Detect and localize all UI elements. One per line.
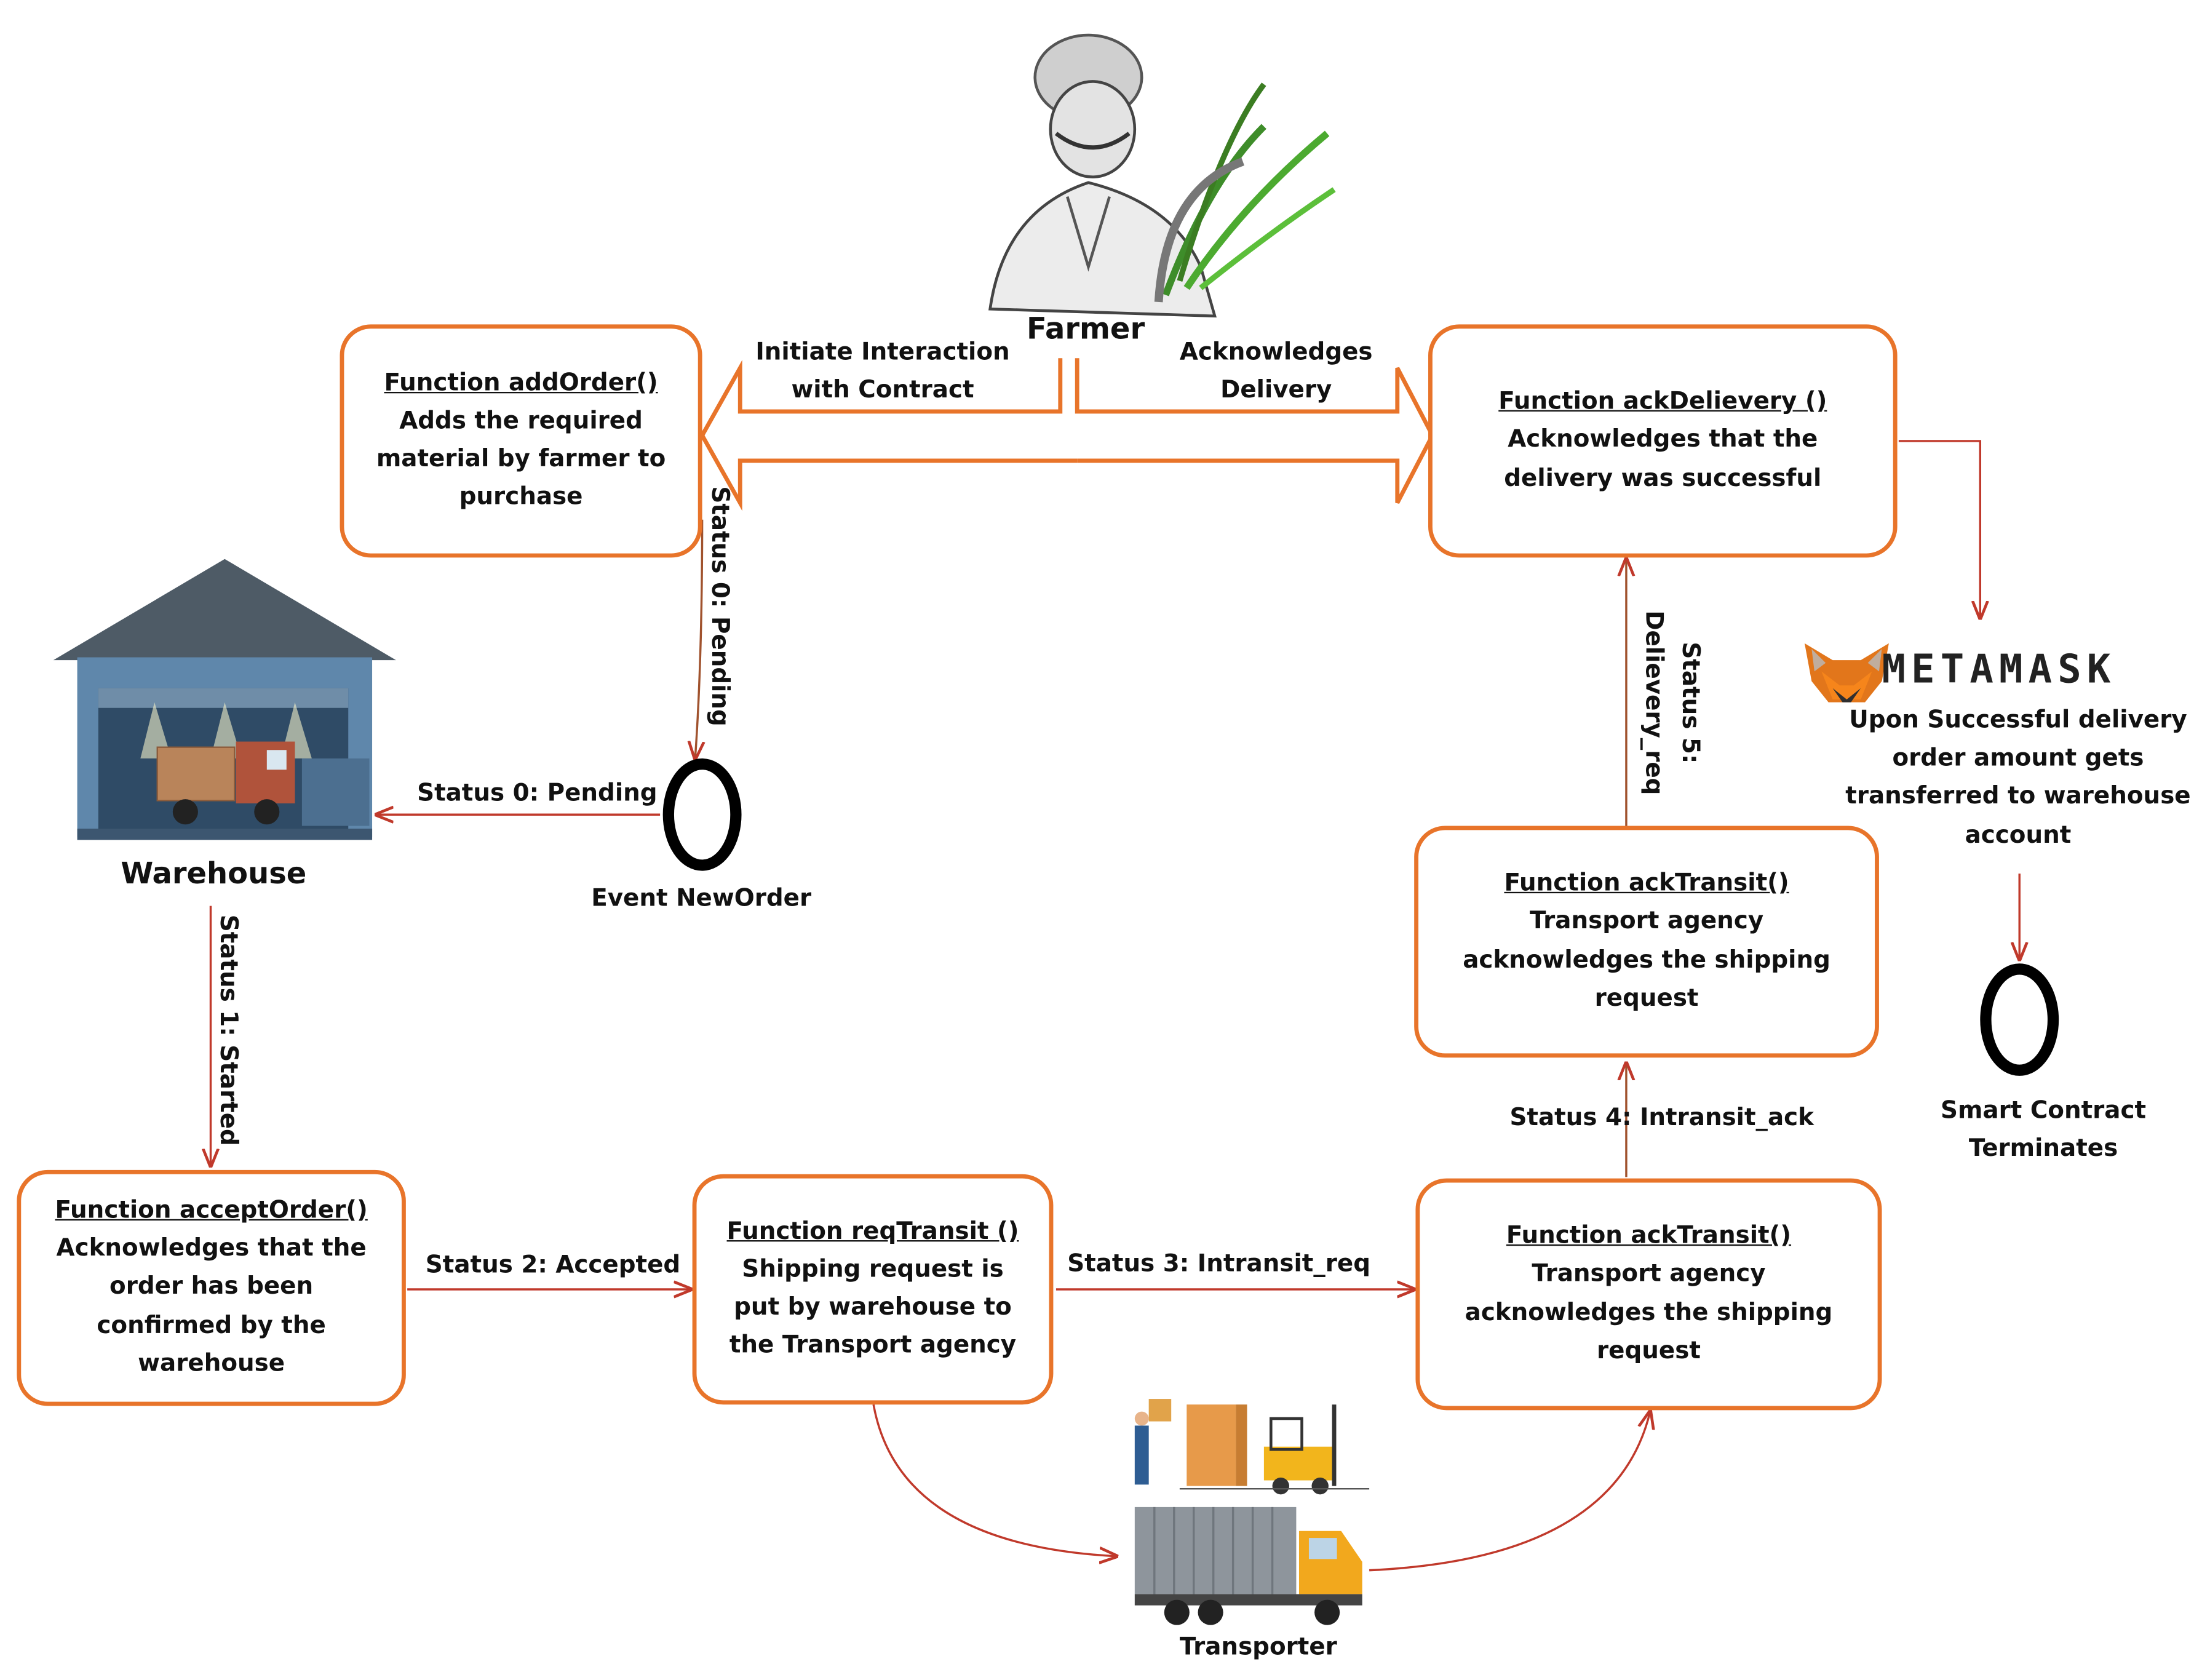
- status2-label: Status 2: Accepted: [425, 1251, 681, 1280]
- terminates-line-1: Smart Contract: [1941, 1097, 2147, 1125]
- transporter-illustration: [1134, 1399, 1370, 1625]
- initiate-interaction-label: Initiate Interaction with Contract: [755, 334, 1009, 410]
- ack-delivery-title: Function ackDelievery (): [1498, 388, 1827, 416]
- accept-order-line-3: confirmed by the: [97, 1311, 326, 1340]
- status5-label: Status 5: Delievery_req: [1634, 605, 1708, 802]
- add-order-line-1: Adds the required: [399, 407, 643, 436]
- warehouse-label: Warehouse: [121, 856, 307, 891]
- accept-order-line-2: order has been: [109, 1273, 314, 1302]
- farmer-illustration: [988, 33, 1336, 318]
- status4-label: Status 4: Intransit_ack: [1509, 1104, 1814, 1133]
- transporter-label: Transporter: [1179, 1633, 1337, 1662]
- initiate-line-2: with Contract: [791, 376, 974, 405]
- fat-arrow-left: [699, 358, 1078, 511]
- status5-line-2: Delievery_req: [1639, 610, 1667, 795]
- status3-label: Status 3: Intransit_req: [1067, 1250, 1371, 1278]
- accept-order-title: Function acceptOrder(): [55, 1196, 368, 1225]
- event-new-order-label: Event NewOrder: [591, 885, 812, 914]
- event-new-order-circle: [662, 758, 742, 871]
- ack-transit-bottom-line-3: request: [1597, 1336, 1701, 1365]
- ack-transit-top-line-2: acknowledges the shipping: [1463, 945, 1830, 974]
- metamask-note-line-3: transferred to warehouse: [1845, 782, 2191, 811]
- req-transit-title: Function reqTransit (): [726, 1217, 1019, 1246]
- status5-line-1: Status 5:: [1675, 642, 1704, 764]
- metamask-note-line-2: order amount gets: [1892, 744, 2144, 773]
- arrow-from-transporter: [1369, 1412, 1650, 1572]
- ack-delivery-line-2: delivery was successful: [1504, 464, 1822, 493]
- terminates-label: Smart Contract Terminates: [1924, 1093, 2163, 1169]
- ack-transit-bottom-box: Function ackTransit() Transport agency a…: [1415, 1178, 1882, 1411]
- ack-transit-top-box: Function ackTransit() Transport agency a…: [1414, 826, 1879, 1058]
- ack-delivery-box: Function ackDelievery () Acknowledges th…: [1428, 324, 1898, 558]
- arrow-to-transporter: [872, 1404, 1116, 1556]
- ack-transit-top-title: Function ackTransit(): [1504, 869, 1789, 898]
- req-transit-line-3: the Transport agency: [729, 1331, 1017, 1360]
- ack-transit-bottom-title: Function ackTransit(): [1506, 1222, 1792, 1251]
- acknowledges-delivery-label: Acknowledges Delivery: [1180, 334, 1373, 410]
- status0-vertical-label: Status 0: Pending: [705, 486, 734, 727]
- terminate-event-circle: [1980, 963, 2059, 1076]
- fat-arrow-right: [1075, 358, 1435, 504]
- add-order-line-3: purchase: [459, 483, 583, 512]
- terminates-line-2: Terminates: [1968, 1135, 2118, 1163]
- req-transit-line-2: put by warehouse to: [734, 1293, 1012, 1322]
- req-transit-line-1: Shipping request is: [742, 1255, 1004, 1284]
- req-transit-box: Function reqTransit () Shipping request …: [692, 1174, 1054, 1405]
- warehouse-illustration: [53, 559, 396, 840]
- ack-transit-bottom-line-2: acknowledges the shipping: [1465, 1298, 1833, 1327]
- ack-delivery-label-line-2: Delivery: [1220, 376, 1332, 405]
- farmer-label: Farmer: [1027, 311, 1145, 346]
- accept-order-line-4: warehouse: [138, 1349, 285, 1378]
- metamask-note: Upon Successful delivery order amount ge…: [1843, 703, 2194, 855]
- add-order-box: Function addOrder() Adds the required ma…: [340, 324, 702, 558]
- accept-order-line-1: Acknowledges that the: [56, 1235, 367, 1264]
- add-order-title: Function addOrder(): [384, 368, 658, 397]
- metamask-note-line-4: account: [1965, 821, 2072, 850]
- ack-transit-top-line-3: request: [1594, 984, 1699, 1013]
- status1-label: Status 1: Started: [213, 914, 242, 1146]
- metamask-fox-icon: [1804, 643, 1889, 703]
- arrow-status0-vertical: [695, 519, 702, 758]
- status0-horizontal-label: Status 0: Pending: [417, 779, 658, 808]
- ack-transit-top-line-1: Transport agency: [1529, 907, 1764, 936]
- ack-delivery-label-line-1: Acknowledges: [1179, 338, 1373, 367]
- arrow-to-metamask: [1898, 440, 1980, 618]
- ack-delivery-line-1: Acknowledges that the: [1508, 426, 1818, 455]
- initiate-line-1: Initiate Interaction: [755, 338, 1010, 367]
- accept-order-box: Function acceptOrder() Acknowledges that…: [17, 1169, 406, 1406]
- metamask-note-line-1: Upon Successful delivery: [1849, 706, 2187, 735]
- ack-transit-bottom-line-1: Transport agency: [1532, 1260, 1766, 1289]
- metamask-wordmark: METAMASK: [1882, 646, 2117, 693]
- add-order-line-2: material by farmer to: [376, 445, 666, 474]
